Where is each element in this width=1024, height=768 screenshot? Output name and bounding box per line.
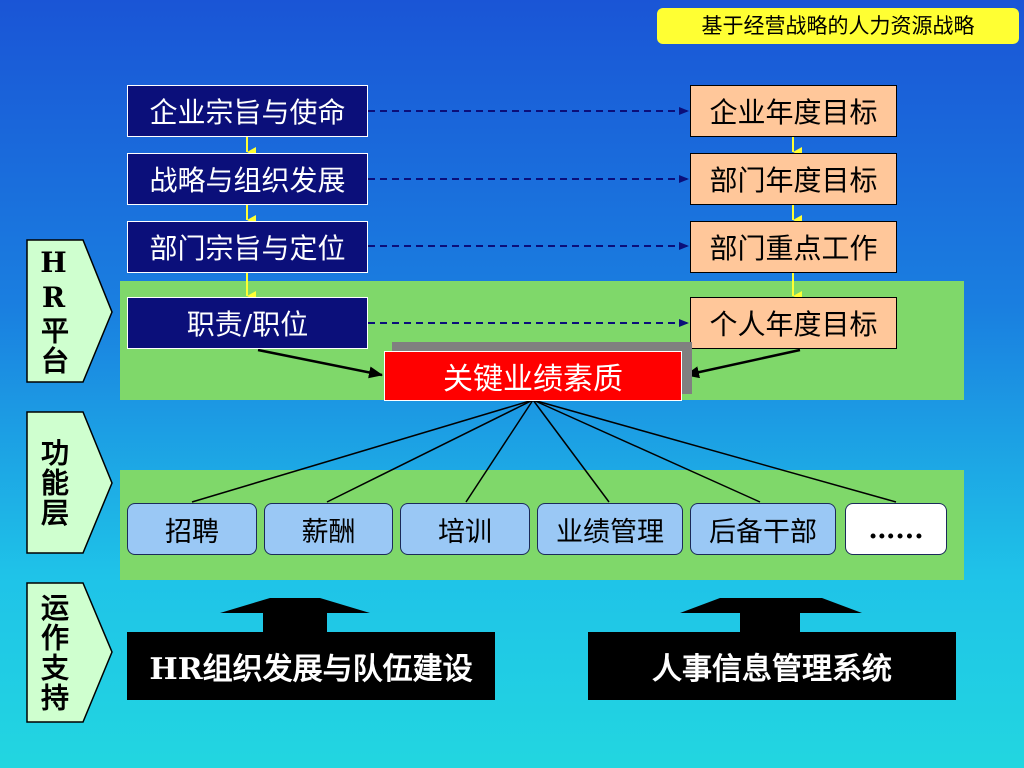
box-dept-key-work: 部门重点工作	[690, 221, 897, 273]
side-chevrons	[26, 239, 113, 723]
box-annual-enterprise-goal: 企业年度目标	[690, 85, 897, 137]
function-succession: 后备干部	[690, 503, 836, 555]
label-operation-support: 运作支持	[37, 593, 70, 713]
key-performance-competency-box: 关键业绩素质	[384, 351, 682, 401]
yellow-flow-arrows	[246, 137, 802, 301]
function-more-ellipsis: …...	[845, 503, 947, 555]
box-enterprise-mission: 企业宗旨与使命	[127, 85, 368, 137]
chevron-hr-platform	[26, 239, 113, 383]
function-training: 培训	[400, 503, 530, 555]
box-strategy-org: 战略与组织发展	[127, 153, 368, 205]
function-compensation: 薪酬	[264, 503, 393, 555]
up-arrow-left	[220, 598, 370, 613]
function-recruitment: 招聘	[127, 503, 257, 555]
support-hr-org-development: HR组织发展与队伍建设	[127, 632, 495, 700]
box-duty-position: 职责/职位	[127, 297, 368, 349]
box-annual-dept-goal: 部门年度目标	[690, 153, 897, 205]
support-hr-info-system: 人事信息管理系统	[588, 632, 956, 700]
box-dept-mission: 部门宗旨与定位	[127, 221, 368, 273]
label-hr-platform: HR平台	[37, 246, 70, 376]
label-function-layer: 功能层	[37, 438, 70, 528]
box-personal-goal: 个人年度目标	[690, 297, 897, 349]
function-performance-mgmt: 业绩管理	[537, 503, 683, 555]
support-up-arrows	[220, 598, 862, 632]
chevron-function-layer	[26, 411, 113, 554]
arrow-goal-to-key	[685, 348, 801, 379]
dashed-link-arrows	[368, 107, 689, 327]
chevron-operation-support	[26, 582, 113, 723]
slide-title-badge: 基于经营战略的人力资源战略	[657, 8, 1019, 44]
function-fan-lines	[191, 399, 897, 503]
key-input-arrows	[257, 348, 801, 379]
up-arrow-right	[680, 598, 862, 613]
arrow-duty-to-key	[257, 348, 383, 379]
